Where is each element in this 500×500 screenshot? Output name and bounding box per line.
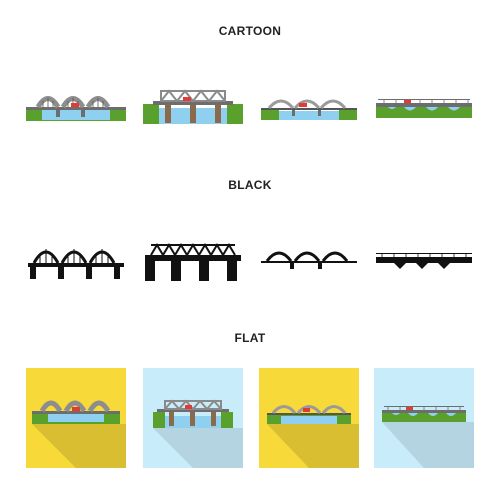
black-arch-bridge-icon	[259, 213, 359, 313]
cartoon-truss-bridge-icon	[143, 60, 243, 160]
flat-girder-bridge-icon	[374, 368, 474, 468]
section-title-cartoon: CARTOON	[218, 24, 282, 38]
section-title-black: BLACK	[228, 178, 272, 192]
cartoon-arch-bridge-icon	[259, 60, 359, 160]
cartoon-girder-bridge-icon	[374, 60, 474, 160]
flat-arch-bridge-icon	[259, 368, 359, 468]
flat-truss-bridge-icon	[143, 368, 243, 468]
cartoon-arch-bridge-icon	[26, 60, 126, 160]
black-truss-bridge-icon	[143, 213, 243, 313]
flat-arch-bridge-icon	[26, 368, 126, 468]
black-girder-bridge-icon	[374, 213, 474, 313]
section-title-flat: FLAT	[234, 331, 266, 345]
black-arch-bridge-icon	[26, 213, 126, 313]
